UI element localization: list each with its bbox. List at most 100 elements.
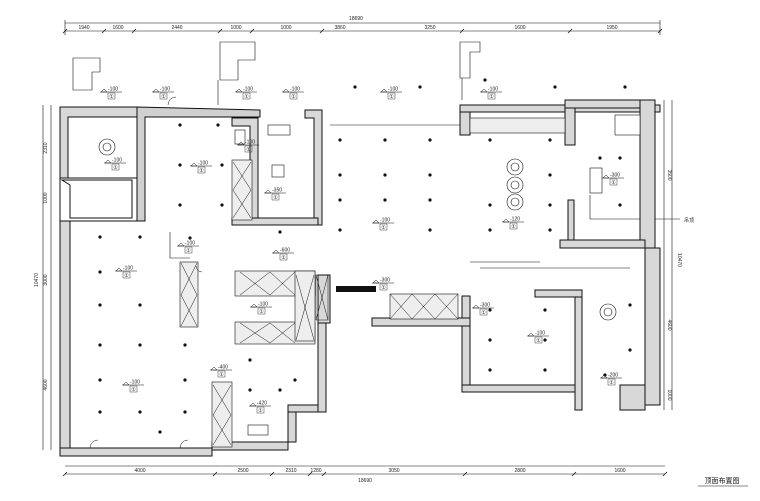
level-sub-box [387,92,396,100]
level-marker-icon [372,279,380,284]
level-sub-box [257,307,266,315]
overall-dim-left: 10470 [34,273,40,287]
level-sub-label: ① [131,387,136,393]
level-marker-icon [272,249,280,254]
level-sub-box [129,385,138,393]
level-tags: -100①-100①-100①-100①-100①-100①-100①-100①… [100,87,624,414]
dimension-value: 4000 [134,468,145,474]
level-sub-box [242,92,251,100]
level-sub-label: ① [489,94,494,100]
level-value: -300 [480,303,490,309]
dimension-value: 2310 [285,468,296,474]
dimension-value: 1940 [78,25,89,31]
dimension-value: 1000 [43,192,49,203]
level-sub-label: ① [281,255,286,261]
level-marker-icon [472,304,480,309]
level-sub-label: ① [199,168,204,174]
level-marker-icon [480,88,488,93]
level-value: -100 [112,158,122,164]
level-marker-icon [249,402,257,407]
level-sub-box [607,378,616,386]
level-sub-box [111,163,120,171]
level-sub-label: ① [161,94,166,100]
level-sub-label: ① [113,165,118,171]
level-sub-label: ① [389,94,394,100]
level-value: -400 [218,365,228,371]
level-sub-box [122,271,131,279]
dimension-value: 1600 [514,25,525,31]
overall-dim-top: 18690 [349,16,363,22]
dimension-value: 1600 [614,468,625,474]
fixtures [98,114,641,436]
level-sub-label: ① [124,273,129,279]
adjacent-outlines [72,41,630,269]
level-sub-label: ① [609,380,614,386]
level-sub-label: ① [259,309,264,315]
level-sub-label: ① [186,248,191,254]
level-value: -100 [198,161,208,167]
level-sub-box [244,145,253,153]
level-sub-box [271,193,280,201]
level-marker-icon [104,159,112,164]
level-marker-icon [210,366,218,371]
level-sub-label: ① [611,180,616,186]
level-marker-icon [152,88,160,93]
level-sub-box [279,253,288,261]
dimension-value: 3860 [334,25,345,31]
soffits [179,117,566,448]
level-sub-box [107,92,116,100]
level-value: -100 [488,87,498,93]
dimension-value: 3500 [666,169,672,180]
drawing-title: 顶面布置图 [705,476,740,485]
level-value: -100 [258,302,268,308]
level-sub-box [184,246,193,254]
dimension-value: 2800 [514,468,525,474]
level-value: -100 [108,87,118,93]
dimension-value: 3250 [424,25,435,31]
curtain-track [336,286,376,292]
dimension-ticks [62,28,668,477]
level-value: -600 [280,248,290,254]
level-marker-icon [100,88,108,93]
dimension-value: 3000 [43,274,49,285]
level-marker-icon [602,174,610,179]
level-sub-label: ① [244,94,249,100]
level-sub-label: ① [381,225,386,231]
level-marker-icon [190,162,198,167]
level-value: -100 [123,266,133,272]
level-sub-box [609,178,618,186]
level-marker-icon [250,303,258,308]
level-sub-box [534,336,543,344]
level-value: -100 [388,87,398,93]
level-marker-icon [380,88,388,93]
overall-dim-bottom: 18690 [358,478,372,484]
level-value: -100 [245,140,255,146]
level-value: -100 [535,331,545,337]
dimension-value: 1000 [666,389,672,400]
level-sub-label: ① [258,408,263,414]
level-sub-box [379,223,388,231]
level-sub-box [289,92,298,100]
level-sub-box [256,406,265,414]
level-sub-box [479,308,488,316]
dimension-value: 1000 [230,25,241,31]
level-sub-label: ① [511,224,516,230]
level-sub-label: ① [481,310,486,316]
dimension-value: 1280 [310,468,321,474]
level-sub-label: ① [246,147,251,153]
